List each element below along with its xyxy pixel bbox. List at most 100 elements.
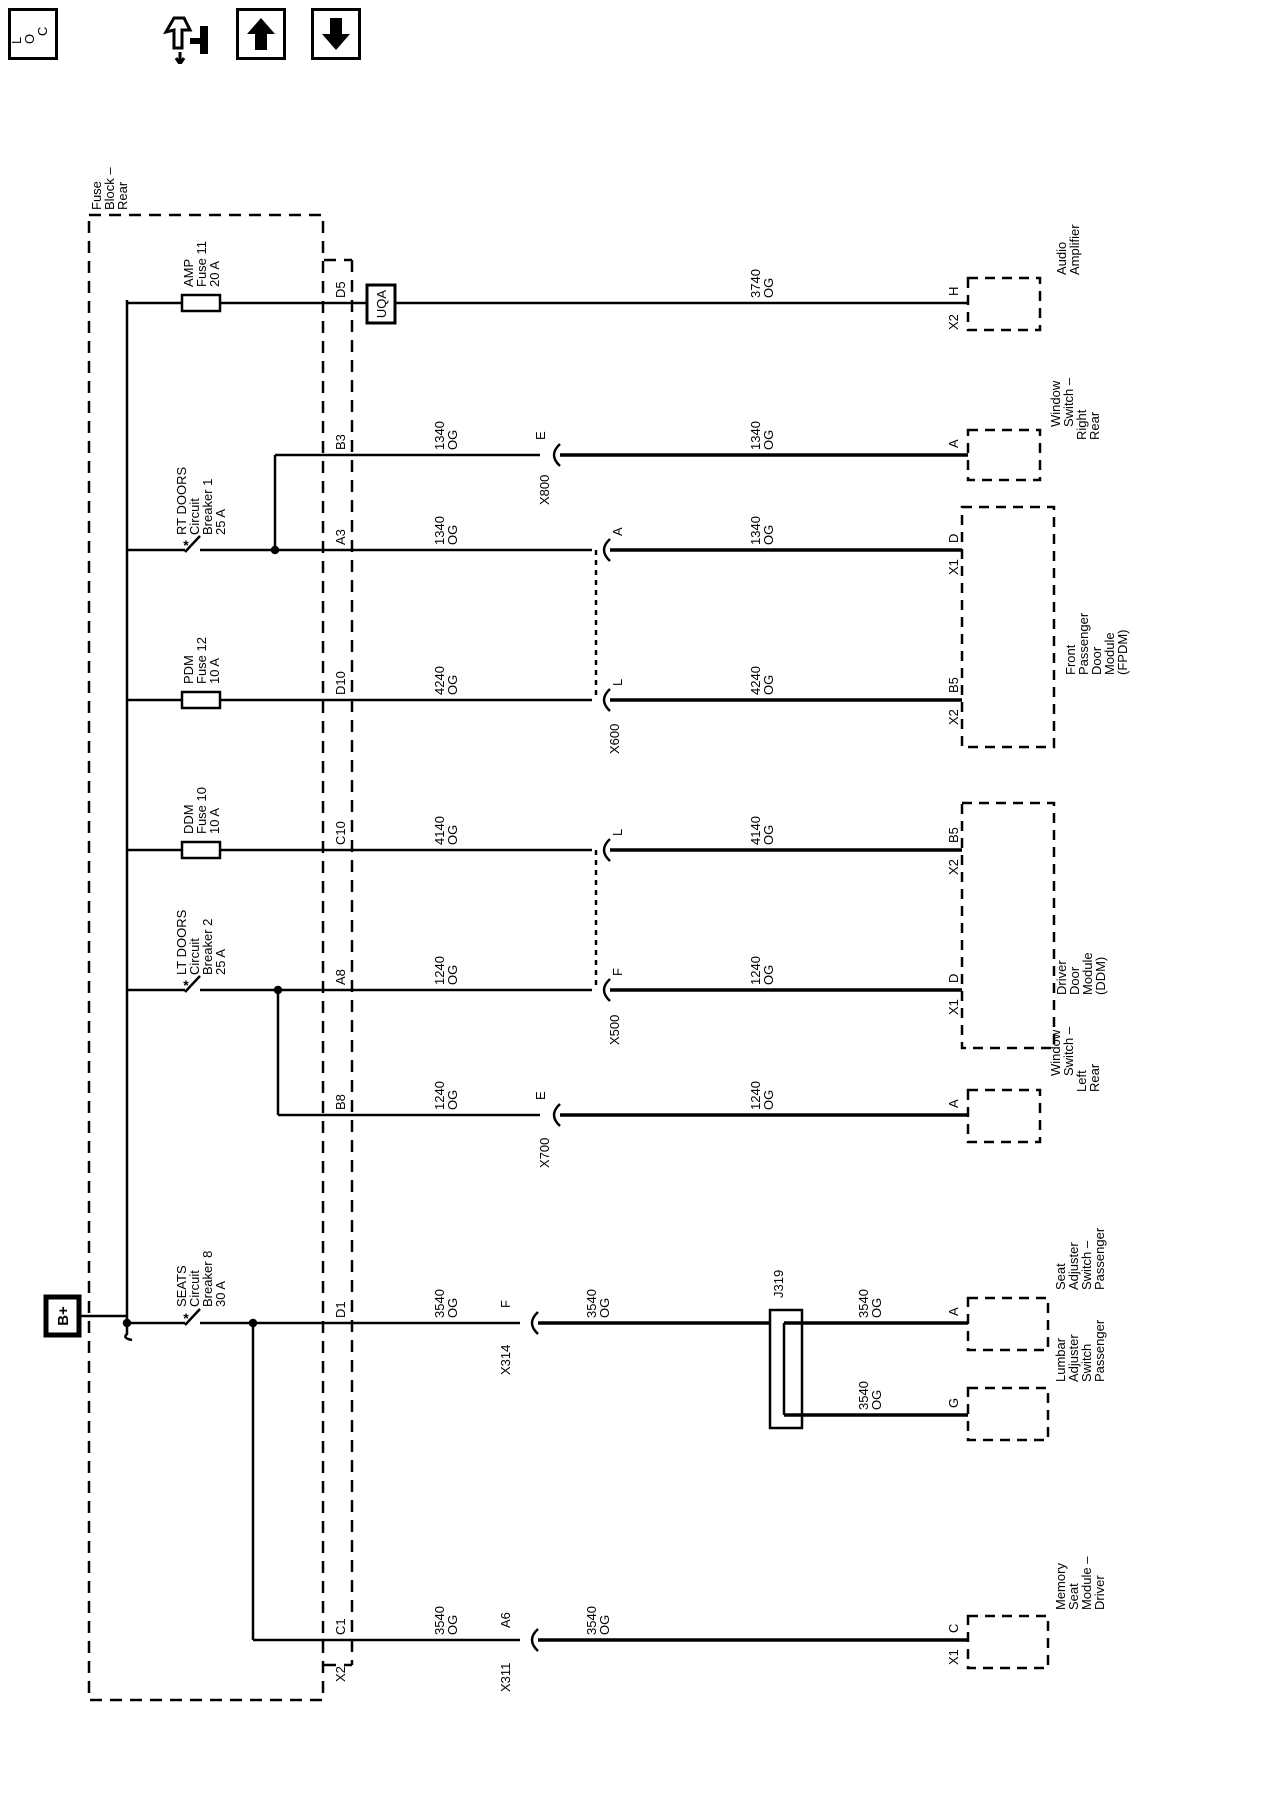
svg-text:Switch –: Switch – (1061, 377, 1076, 427)
svg-text:1240: 1240 (748, 1081, 763, 1110)
component-pins: H X2 A D X1 B5 X2 B5 X2 D X1 A A G C X1 (946, 287, 961, 1665)
svg-text:OG: OG (761, 675, 776, 695)
terminal-d10: D10 (333, 671, 348, 695)
svg-text:1340: 1340 (748, 516, 763, 545)
amp-fuse (180, 293, 222, 313)
svg-text:PDM: PDM (181, 655, 196, 684)
svg-text:25 A: 25 A (213, 509, 228, 535)
terminal-a3: A3 (333, 529, 348, 545)
svg-text:OG: OG (445, 675, 460, 695)
svg-text:(FPDM): (FPDM) (1115, 630, 1130, 676)
breaker-marker: * (183, 977, 189, 993)
terminal-d1: D1 (333, 1301, 348, 1318)
svg-text:L: L (610, 829, 625, 836)
rt-doors-breaker-label: RT DOORS Circuit Breaker 1 25 A (174, 467, 228, 535)
locator-icon: L O C (11, 27, 50, 44)
svg-text:G: G (946, 1398, 961, 1408)
inline-connectors: X800 X600 X500 X700 X314 X311 J319 (498, 475, 786, 1692)
svg-text:OG: OG (445, 525, 460, 545)
svg-text:Breaker 1: Breaker 1 (200, 479, 215, 535)
amp-fuse-label: AMP Fuse 11 20 A (181, 241, 222, 287)
window-switch-right-rear-label: Window Switch – Right Rear (1048, 377, 1102, 440)
svg-text:Audio: Audio (1054, 242, 1069, 275)
svg-text:H: H (946, 287, 961, 296)
svg-text:Module –: Module – (1079, 1556, 1094, 1610)
locator-c: C (35, 27, 50, 36)
connector-view-button[interactable] (160, 8, 216, 64)
svg-text:4140: 4140 (748, 816, 763, 845)
memory-seat-module-label: Memory Seat Module – Driver (1053, 1556, 1107, 1610)
svg-text:SEATS: SEATS (174, 1265, 189, 1307)
audio-amplifier-label: Audio Amplifier (1054, 224, 1082, 275)
window-switch-right-rear (966, 428, 1042, 482)
svg-text:Left: Left (1074, 1070, 1089, 1092)
svg-text:Module: Module (1102, 632, 1117, 675)
svg-text:F: F (610, 968, 625, 976)
page-down-button[interactable] (311, 8, 361, 60)
svg-text:Switch –: Switch – (1079, 1240, 1094, 1290)
connector-x800: X800 (537, 475, 552, 505)
svg-text:X1: X1 (946, 559, 961, 575)
svg-text:X1: X1 (946, 999, 961, 1015)
svg-text:A6: A6 (498, 1612, 513, 1628)
breaker-marker: * (183, 1310, 189, 1326)
svg-text:Seat: Seat (1053, 1263, 1068, 1290)
connector-x314: X314 (498, 1345, 513, 1375)
component-locator-button[interactable]: L O C (8, 8, 58, 60)
connector-x700: X700 (537, 1138, 552, 1168)
svg-text:1240: 1240 (432, 956, 447, 985)
terminal-b3: B3 (333, 434, 348, 450)
svg-text:A: A (610, 527, 625, 536)
svg-text:OG: OG (445, 1298, 460, 1318)
seats-breaker-label: SEATS Circuit Breaker 8 30 A (174, 1251, 228, 1307)
lumbar-adjuster-switch (966, 1386, 1050, 1442)
svg-text:Passenger: Passenger (1076, 612, 1091, 675)
window-switch-left-rear-label: Window Switch – Left Rear (1048, 1026, 1102, 1092)
svg-text:25 A: 25 A (213, 949, 228, 975)
j319-splice (768, 1308, 804, 1430)
svg-text:10 A: 10 A (207, 808, 222, 834)
svg-text:Passenger: Passenger (1092, 1319, 1107, 1382)
seat-adjuster-switch (966, 1296, 1050, 1352)
arrow-up-icon (247, 18, 275, 50)
connector-x600: X600 (607, 724, 622, 754)
pdm-fuse (180, 690, 222, 710)
breaker-marker: * (183, 537, 189, 553)
seat-adjuster-switch-label: Seat Adjuster Switch – Passenger (1053, 1227, 1107, 1290)
svg-text:L: L (610, 679, 625, 686)
memory-seat-module (966, 1614, 1050, 1670)
svg-text:Driver: Driver (1092, 1575, 1107, 1610)
svg-text:Breaker 2: Breaker 2 (200, 919, 215, 975)
svg-text:OG: OG (761, 525, 776, 545)
svg-text:3540: 3540 (584, 1606, 599, 1635)
connector-tool-icon (162, 16, 208, 64)
svg-text:OG: OG (761, 430, 776, 450)
page-up-button[interactable] (236, 8, 286, 60)
toolbar: L O C (0, 0, 1280, 80)
svg-text:B5: B5 (946, 677, 961, 693)
svg-text:Circuit: Circuit (187, 938, 202, 975)
b-plus-label: B+ (55, 1306, 72, 1326)
locator-l: L (11, 37, 24, 44)
svg-text:Adjuster: Adjuster (1066, 1242, 1081, 1290)
svg-text:(DDM): (DDM) (1093, 957, 1108, 995)
svg-text:Rear: Rear (1087, 1063, 1102, 1092)
svg-text:Fuse 11: Fuse 11 (194, 241, 209, 287)
fpdm-label: Front Passenger Door Module (FPDM) (1063, 612, 1130, 675)
uqa-label: UQA (374, 290, 389, 319)
svg-text:OG: OG (445, 825, 460, 845)
svg-text:Window: Window (1048, 380, 1063, 427)
audio-amplifier (966, 276, 1042, 332)
svg-text:Circuit: Circuit (187, 1270, 202, 1307)
svg-text:E: E (533, 431, 548, 440)
svg-text:Lumbar: Lumbar (1053, 1337, 1068, 1382)
svg-text:Door: Door (1067, 966, 1082, 995)
